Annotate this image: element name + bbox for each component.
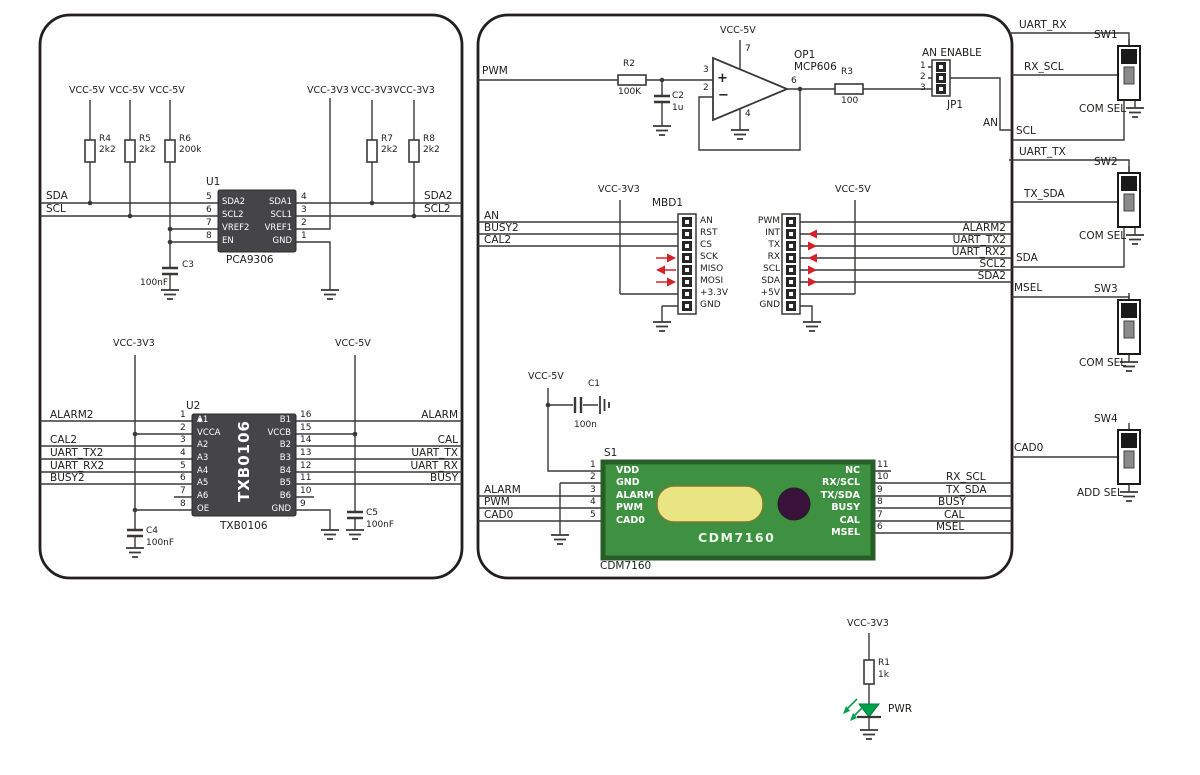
wires	[40, 32, 1136, 730]
u1-chip	[217, 189, 297, 253]
s1-window	[656, 485, 764, 523]
opamp-symbol	[712, 56, 790, 122]
u2-pin1-marker	[197, 417, 203, 423]
led-triangle	[857, 703, 881, 718]
r8-resistor	[408, 139, 420, 163]
c1-capacitor	[573, 397, 583, 413]
r7-resistor	[366, 139, 378, 163]
r1-resistor	[863, 659, 875, 685]
c5-capacitor	[347, 510, 363, 520]
u2-chip	[191, 413, 297, 517]
led-emission-arrows	[843, 698, 865, 721]
c3-capacitor	[162, 266, 178, 276]
r4-resistor	[84, 139, 96, 163]
sw2-switch	[1117, 166, 1141, 228]
r6-resistor	[164, 139, 176, 163]
jp1-header	[931, 59, 951, 97]
sw4-switch	[1117, 423, 1141, 485]
sw1-switch	[1117, 39, 1141, 101]
resistors	[84, 74, 875, 685]
pwr-led	[843, 698, 881, 721]
pullup-wires	[89, 100, 171, 290]
c2-capacitor	[654, 94, 670, 104]
s1-wires	[478, 388, 1012, 535]
r2-resistor	[617, 74, 647, 86]
mbd1-header-left	[677, 213, 697, 315]
mbd1-wires	[478, 200, 1012, 322]
mbd1-header-right	[781, 213, 801, 315]
s1-sensor-port	[777, 487, 811, 521]
s1-module	[600, 459, 876, 561]
c4-capacitor	[127, 528, 143, 538]
r3-resistor	[834, 83, 864, 95]
r5-resistor	[124, 139, 136, 163]
capacitors	[127, 94, 670, 538]
bus-outline-left	[38, 13, 464, 580]
junction-dots	[87, 77, 803, 513]
sw3-switch	[1117, 293, 1141, 355]
switch-wires	[1009, 32, 1136, 492]
direction-arrows	[656, 229, 817, 287]
